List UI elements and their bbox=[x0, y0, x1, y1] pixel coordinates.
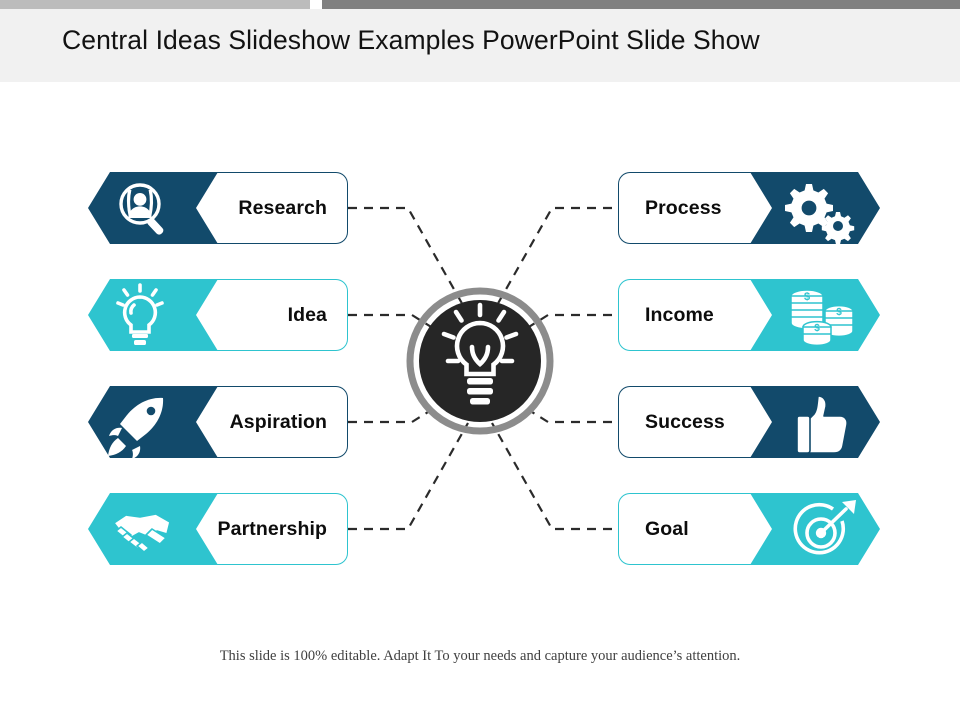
connector-lines bbox=[348, 206, 612, 531]
gear-hole-small bbox=[833, 221, 843, 231]
top-bar-gap bbox=[310, 0, 322, 9]
node-label: Process bbox=[645, 196, 722, 219]
target-arrow-icon bbox=[793, 502, 846, 555]
lightbulb-icon bbox=[116, 283, 164, 334]
node-income[interactable]: Income bbox=[618, 279, 880, 351]
diagram-canvas: Research Idea bbox=[0, 82, 960, 642]
connector-income bbox=[507, 313, 612, 341]
node-label: Partnership bbox=[217, 517, 327, 540]
arrow-shaft bbox=[819, 507, 848, 535]
node-goal[interactable]: Goal bbox=[618, 493, 880, 565]
node-aspiration[interactable]: Aspiration bbox=[88, 386, 348, 458]
connector-idea bbox=[348, 313, 453, 341]
svg-text:$: $ bbox=[836, 307, 842, 318]
node-label: Goal bbox=[645, 517, 689, 540]
handshake-icon bbox=[113, 513, 171, 553]
node-label: Research bbox=[238, 196, 327, 219]
node-label: Idea bbox=[287, 303, 327, 326]
lightbulb-base bbox=[467, 378, 493, 405]
header-band: Central Ideas Slideshow Examples PowerPo… bbox=[0, 9, 960, 82]
connector-aspiration bbox=[348, 396, 453, 424]
thumbs-up-icon bbox=[796, 395, 848, 454]
chevron-process bbox=[750, 172, 880, 244]
center-ring bbox=[406, 287, 554, 435]
connector-partnership bbox=[348, 422, 469, 531]
node-research[interactable]: Research bbox=[88, 172, 348, 244]
node-label: Aspiration bbox=[229, 410, 327, 433]
arrow-head bbox=[842, 500, 856, 514]
chevron-goal bbox=[750, 493, 880, 565]
connector-success bbox=[507, 396, 612, 424]
gear-hole-large bbox=[801, 200, 817, 216]
rocket-window bbox=[146, 406, 156, 416]
chevron-aspiration bbox=[88, 386, 218, 458]
lightbulb-base bbox=[132, 334, 148, 345]
chevron-success bbox=[750, 386, 880, 458]
top-bar-dark-segment bbox=[322, 0, 960, 9]
node-partnership[interactable]: Partnership bbox=[88, 493, 348, 565]
node-idea[interactable]: Idea bbox=[88, 279, 348, 351]
coin-stack-icon bbox=[790, 289, 854, 347]
node-success[interactable]: Success bbox=[618, 386, 880, 458]
top-bar-light-segment bbox=[0, 0, 310, 9]
top-decorative-bars bbox=[0, 0, 960, 9]
chevron-research bbox=[88, 172, 218, 244]
dollar-signs: $ $ $ bbox=[804, 291, 842, 334]
connector-goal bbox=[491, 422, 612, 531]
svg-text:$: $ bbox=[804, 291, 810, 303]
node-label: Income bbox=[645, 303, 714, 326]
magnifier-person-icon-glyph bbox=[126, 190, 164, 235]
chevron-partnership bbox=[88, 493, 218, 565]
chevron-income: $ $ $ bbox=[750, 279, 880, 351]
node-process[interactable]: Process bbox=[618, 172, 880, 244]
connector-process bbox=[491, 206, 612, 315]
node-label: Success bbox=[645, 410, 725, 433]
footer-note: This slide is 100% editable. Adapt It To… bbox=[219, 648, 741, 664]
magnifier-person-icon bbox=[119, 183, 161, 225]
connector-research bbox=[348, 206, 469, 315]
chevron-idea bbox=[88, 279, 218, 351]
page-title: Central Ideas Slideshow Examples PowerPo… bbox=[62, 25, 760, 55]
lightbulb-icon bbox=[441, 302, 519, 377]
center-emblem[interactable] bbox=[404, 285, 556, 437]
svg-text:$: $ bbox=[814, 323, 820, 334]
